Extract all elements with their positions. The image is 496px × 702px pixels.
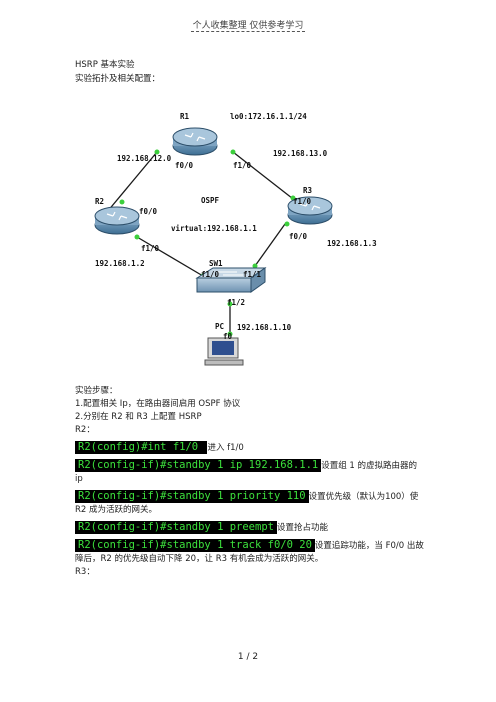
label-r3-f10: f1/0 <box>293 197 312 206</box>
router-r3-icon[interactable] <box>287 196 333 225</box>
label-r1-f00: f0/0 <box>175 161 194 170</box>
label-sw-f11: f1/1 <box>243 270 262 279</box>
command-note: 设置追踪功能，当 F0/0 出故障后，R2 的优先级自动下降 20，让 R3 有… <box>75 541 424 564</box>
link-r2-sw1 <box>136 236 204 277</box>
steps-heading: 实验步骤： <box>75 386 118 396</box>
label-r2-f00: f0/0 <box>139 207 158 216</box>
command-text: R2(config-if)#standby 1 preempt <box>75 521 277 534</box>
command-text: R2(config-if)#standby 1 ip 192.168.1.1 <box>75 459 322 472</box>
endpoint-dot <box>227 301 233 307</box>
endpoint-dot <box>154 149 160 155</box>
intro: HSRP 基本实验 实验拓扑及相关配置： <box>75 58 160 86</box>
label-pc-ip: 192.168.1.10 <box>237 323 292 332</box>
label-sw1: SW1 <box>209 259 223 268</box>
label-lo0: lo0:172.16.1.1/24 <box>230 112 307 121</box>
diagram-labels: R1 lo0:172.16.1.1/24 192.168.12.0 192.16… <box>95 112 377 341</box>
command-note: 设置组 1 的虚拟路由器的 ip <box>75 461 418 484</box>
doc-subtitle: 实验拓扑及相关配置： <box>75 74 161 84</box>
command-note: 进入 f1/0 <box>207 443 244 453</box>
endpoint-dot <box>134 234 140 240</box>
label-sw-f12: f1/2 <box>227 298 245 307</box>
label-sw-f10: f1/0 <box>201 270 220 279</box>
label-r1-f10: f1/0 <box>233 161 252 170</box>
label-r2: R2 <box>95 197 104 206</box>
router-r2-icon[interactable] <box>94 206 140 235</box>
label-pc: PC <box>215 322 224 331</box>
label-r3-f00: f0/0 <box>289 232 308 241</box>
r3-label: R3： <box>75 567 95 577</box>
label-net13: 192.168.13.0 <box>273 149 328 158</box>
command-note: 设置抢占功能 <box>276 523 328 533</box>
label-r1: R1 <box>180 112 190 121</box>
link-r1-r2 <box>106 151 158 213</box>
endpoint-dot <box>230 149 236 155</box>
r2-label: R2： <box>75 425 95 435</box>
links <box>106 151 298 336</box>
command-text: R2(config-if)#standby 1 priority 110 <box>75 490 309 503</box>
endpoint-dot <box>119 199 125 205</box>
endpoint-dot <box>284 221 290 227</box>
command-note: 设置优先级（默认为100）使 R2 成为活跃的网关。 <box>75 492 419 515</box>
endpoint-dot <box>252 263 258 269</box>
link-r3-sw1 <box>254 223 286 267</box>
command-text: R2(config)#int f1/0 <box>75 441 208 454</box>
steps-section: 实验步骤： 1.配置相关 Ip，在路由器间启用 OSPF 协议 2.分别在 R2… <box>75 385 425 579</box>
network-topology-diagram: R1 lo0:172.16.1.1/24 192.168.12.0 192.16… <box>94 112 377 366</box>
label-r3-ip: 192.168.1.3 <box>327 239 377 248</box>
link-r1-r3 <box>232 151 298 203</box>
router-r1-icon[interactable] <box>172 127 218 156</box>
page-number: 1 / 2 <box>237 652 259 662</box>
step-2: 2.分别在 R2 和 R3 上配置 HSRP <box>75 412 202 422</box>
header-text: 个人收集整理 仅供参考学习 <box>190 21 306 32</box>
switch-sw1-icon[interactable] <box>195 267 267 293</box>
pc-icon[interactable] <box>204 337 244 366</box>
page-header: 个人收集整理 仅供参考学习 <box>0 18 496 32</box>
label-r2-f10: f1/0 <box>141 244 160 253</box>
command-text: R2(config-if)#standby 1 track f0/0 20 <box>75 539 315 552</box>
label-pc-f0: f0 <box>223 332 233 341</box>
label-r3: R3 <box>303 186 313 195</box>
endpoint-dot <box>227 331 233 337</box>
label-virtual: virtual:192.168.1.1 <box>171 224 257 233</box>
doc-title: HSRP 基本实验 <box>75 60 135 70</box>
step-1: 1.配置相关 Ip，在路由器间启用 OSPF 协议 <box>75 399 241 409</box>
command-block: R2(config)#int f1/0 进入 f1/0 <box>75 441 425 455</box>
label-ospf: OSPF <box>201 196 220 205</box>
label-net12: 192.168.12.0 <box>117 154 172 163</box>
label-r2-ip: 192.168.1.2 <box>95 259 145 268</box>
